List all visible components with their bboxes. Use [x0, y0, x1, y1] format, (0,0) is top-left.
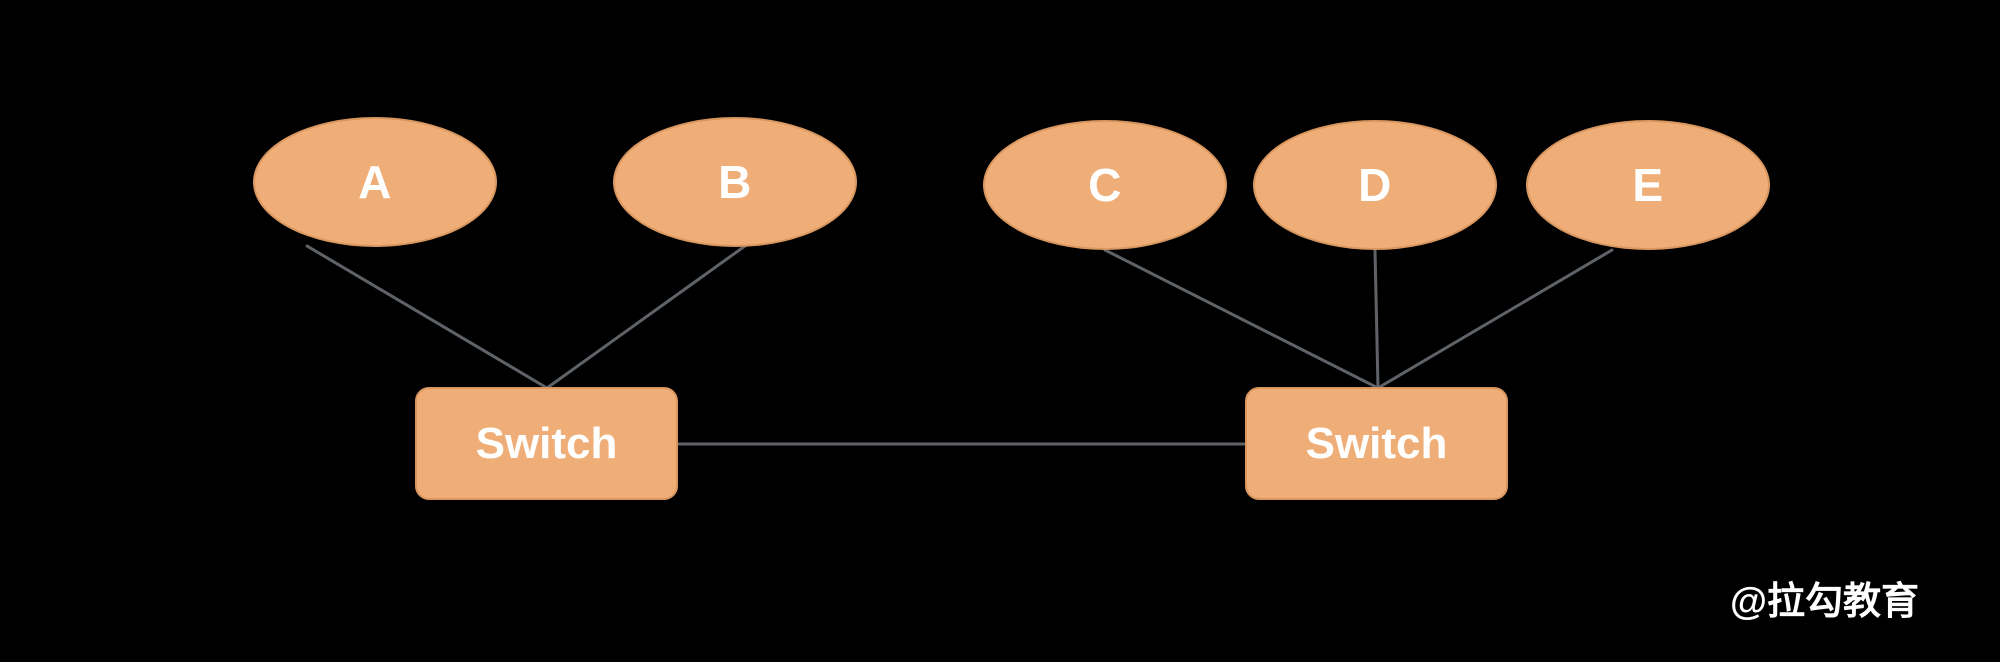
host-node-b-label: B	[718, 156, 752, 208]
host-node-c[interactable]: C	[983, 120, 1227, 250]
host-node-a-label: A	[358, 156, 392, 208]
switch-node-left[interactable]: Switch	[415, 387, 678, 500]
watermark-label: @拉勾教育	[1730, 581, 1920, 623]
edge-A-to-switch-left	[305, 244, 549, 390]
switch-node-left-label: Switch	[475, 418, 618, 468]
host-node-c-label: C	[1088, 159, 1122, 211]
edge-E-to-switch-right	[1376, 248, 1614, 390]
edge-C-to-switch-right	[1103, 248, 1380, 390]
host-node-e[interactable]: E	[1526, 120, 1770, 250]
edge-B-to-switch-left	[545, 244, 747, 390]
edge-D-to-switch-right	[1373, 248, 1380, 390]
host-node-b[interactable]: B	[613, 117, 857, 247]
host-node-a[interactable]: A	[253, 117, 497, 247]
switch-node-right[interactable]: Switch	[1245, 387, 1508, 500]
host-node-d[interactable]: D	[1253, 120, 1497, 250]
switch-node-right-label: Switch	[1305, 418, 1448, 468]
host-node-e-label: E	[1632, 159, 1664, 211]
host-node-d-label: D	[1358, 159, 1392, 211]
